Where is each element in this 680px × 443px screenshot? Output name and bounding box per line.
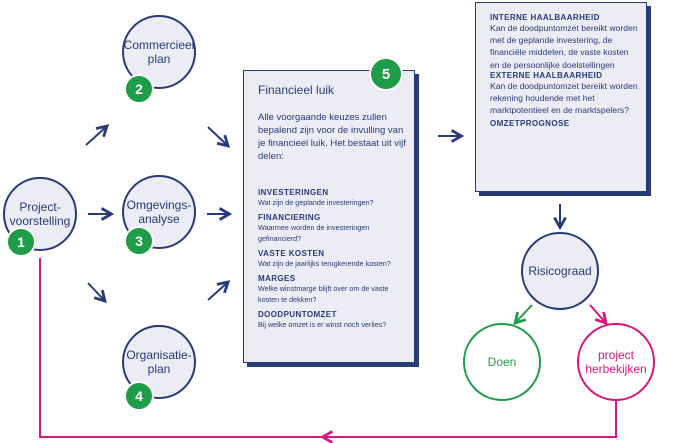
section-heading: MARGES [258,274,296,283]
node-3-badge: 3 [124,226,154,256]
node-1-label: Project- voorstelling [9,200,71,228]
arrow-1-to-4 [87,282,104,300]
arrow-4-to-5 [207,283,227,301]
externe-haalbaarheid-heading: EXTERNE HAALBAARHEID [490,70,603,80]
section-heading: INVESTERINGEN [258,188,329,197]
section-investeringen: INVESTERINGEN Wat zijn de geplande inves… [258,188,408,208]
financieel-luik-title: Financieel luik [258,83,335,97]
section-heading: DOODPUNTOMZET [258,310,337,319]
financieel-luik-intro: Alle voorgaande keuzes zullen bepalend z… [258,112,406,162]
outcome-herbekijken-label: project herbekijken [585,348,647,376]
node-5-badge: 5 [369,57,403,91]
outcome-doen: Doen [463,323,541,401]
section-heading: VASTE KOSTEN [258,249,325,258]
section-question: Bij welke omzet is er winst noch verlies… [258,320,387,329]
section-doodpuntomzet: DOODPUNTOMZET Bij welke omzet is er wins… [258,310,408,330]
node-4-badge: 4 [124,381,154,411]
section-question: Wat zijn de jaarlijks terugkerende koste… [258,259,391,268]
arrow-2-to-5 [207,126,227,145]
interne-haalbaarheid-text: Kan de doodpuntomzet bereikt worden met … [490,23,638,70]
section-heading: FINANCIERING [258,213,321,222]
omzetprognose-heading: OMZETPROGNOSE [490,119,570,129]
section-marges: MARGES Welke winstmarge blijft over om d… [258,274,408,305]
interne-haalbaarheid-heading: INTERNE HAALBAARHEID [490,13,600,22]
node-3-label: Omgevings- analyse [126,198,192,226]
section-question: Wat zijn de geplande investeringen? [258,198,374,207]
risicograad-label: Risicograad [528,264,592,278]
financieel-luik-sections: INVESTERINGEN Wat zijn de geplande inves… [258,183,408,330]
outcome-doen-label: Doen [487,355,517,369]
haalbaarheid-box: INTERNE HAALBAARHEID Kan de doodpuntomze… [475,2,647,192]
externe-haalbaarheid-text: Kan de doodpuntomzet bereikt worden reke… [490,80,638,116]
section-question: Waarmee worden de investeringen gefinanc… [258,223,370,243]
node-2-label: Commercieel plan [123,38,195,66]
node-1-badge: 1 [6,227,36,257]
section-question: Welke winstmarge blijft over om de vaste… [258,284,389,304]
arrow-1-to-2 [85,127,106,146]
node-4-label: Organisatie- plan [126,348,192,376]
haalbaarheid-text: INTERNE HAALBAARHEID Kan de doodpuntomze… [490,13,640,128]
arrow-risk-to-doen [516,304,533,322]
financieel-luik-box: Financieel luik Alle voorgaande keuzes z… [243,70,415,363]
outcome-project-herbekijken: project herbekijken [577,323,655,401]
node-2-badge: 2 [124,74,154,104]
arrow-risk-to-herbekijken [589,304,605,322]
node-organisatieplan: Organisatie- plan [122,325,196,399]
section-financiering: FINANCIERING Waarmee worden de investeri… [258,213,408,244]
node-risicograad: Risicograad [521,232,599,310]
section-vaste-kosten: VASTE KOSTEN Wat zijn de jaarlijks terug… [258,249,408,269]
